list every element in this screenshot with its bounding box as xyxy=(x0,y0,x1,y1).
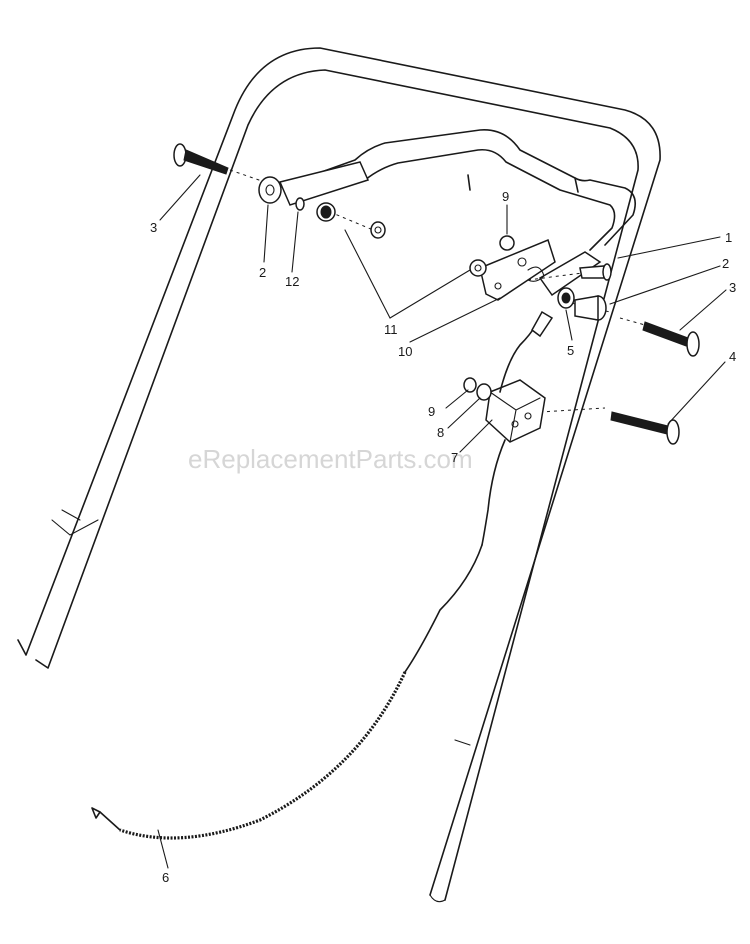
spacer-11-left xyxy=(316,202,336,222)
control-bail xyxy=(278,129,636,297)
callout-12: 12 xyxy=(285,274,299,289)
handle-frame xyxy=(17,47,661,903)
callout-11: 11 xyxy=(384,322,398,337)
callout-3-left: 3 xyxy=(150,220,157,235)
bracket-10 xyxy=(479,238,556,301)
washer-12 xyxy=(295,197,305,211)
leader-lines xyxy=(157,174,727,869)
nut-11 xyxy=(370,221,386,239)
carriage-bolt-4 xyxy=(610,411,680,445)
callout-4: 4 xyxy=(729,349,736,364)
callout-7: 7 xyxy=(451,450,458,465)
washer-8 xyxy=(476,383,492,401)
carriage-bolt-upper-left xyxy=(173,143,229,175)
callout-2-left: 2 xyxy=(259,265,266,280)
bushing-2-right xyxy=(574,295,607,321)
nut-9-top xyxy=(499,235,515,251)
watermark: eReplacementParts.com xyxy=(188,444,473,474)
callout-5: 5 xyxy=(567,343,574,358)
bushing-2-left xyxy=(258,176,282,204)
screw-1 xyxy=(579,263,612,281)
callout-2-right: 2 xyxy=(722,256,729,271)
callout-8: 8 xyxy=(437,425,444,440)
carriage-bolt-3-right xyxy=(642,321,700,357)
callout-3-right: 3 xyxy=(729,280,736,295)
callout-10: 10 xyxy=(398,344,412,359)
control-cable-6 xyxy=(91,544,483,840)
callout-6: 6 xyxy=(162,870,169,885)
callout-9-lower: 9 xyxy=(428,404,435,419)
nut-9-lower xyxy=(463,377,477,393)
callout-1: 1 xyxy=(725,230,732,245)
callout-numbers: 3 2 12 9 11 10 1 2 3 5 4 9 8 7 6 xyxy=(150,189,736,885)
washer-11-right xyxy=(469,259,487,277)
switch-block-7 xyxy=(481,310,554,546)
spacer-5 xyxy=(557,287,575,309)
assembly-lines xyxy=(229,169,646,413)
callout-9-top: 9 xyxy=(502,189,509,204)
